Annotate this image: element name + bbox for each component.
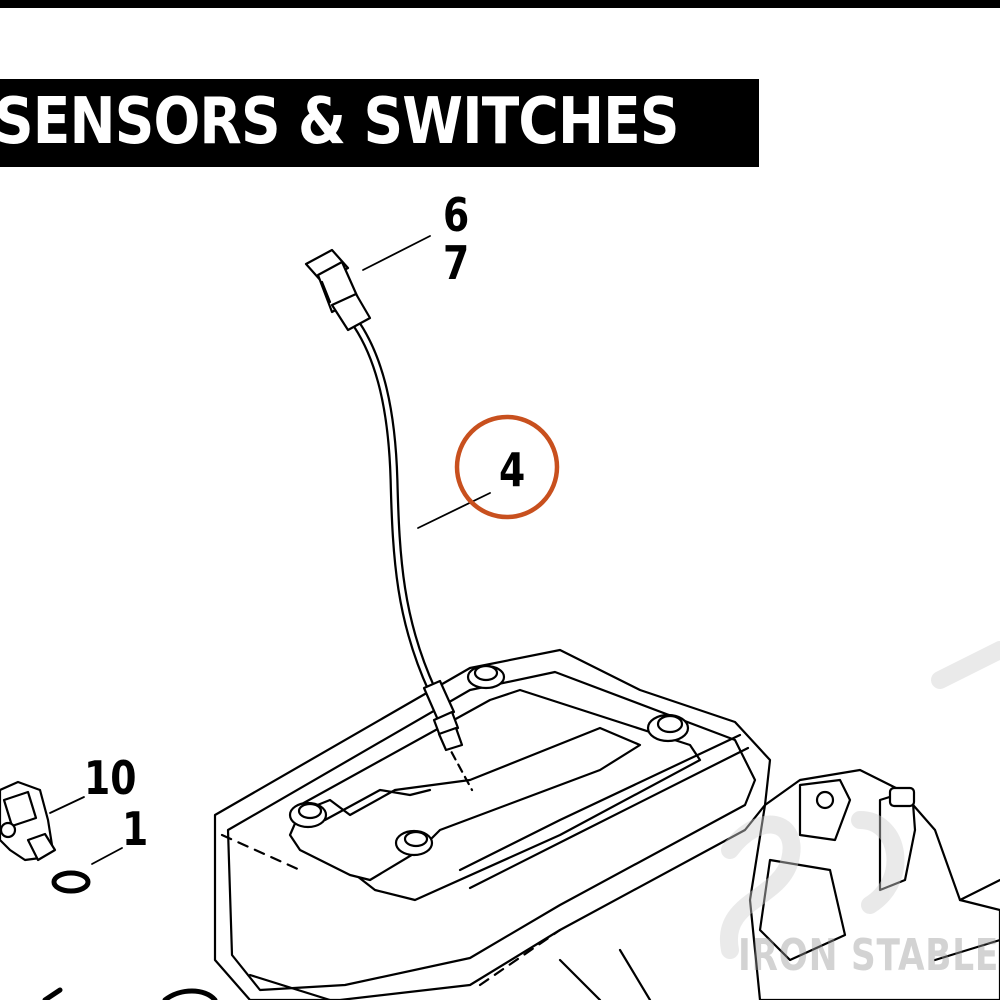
callout-7: 7: [443, 236, 470, 290]
callout-6: 6: [443, 188, 470, 242]
watermark-shapes: [719, 641, 1000, 959]
highlight-circle: [454, 414, 560, 520]
sensor-harness: [304, 248, 464, 752]
bolt-top-left: [466, 664, 506, 690]
engine-detail-right: [748, 768, 1000, 1000]
callout-1: 1: [122, 802, 149, 856]
bolt-lower-right: [394, 829, 434, 857]
leader-1: [91, 847, 123, 865]
leader-lines: [49, 235, 491, 865]
watermark-text: IRON STABLE: [738, 930, 1000, 981]
section-title-bar: SENSORS & SWITCHES: [0, 79, 759, 167]
leader-4: [417, 492, 491, 529]
lower-left-parts: [42, 987, 218, 1000]
leader-10: [49, 796, 85, 814]
section-title: SENSORS & SWITCHES: [0, 85, 680, 159]
bolt-top-right: [646, 713, 690, 743]
cover-bolts: [288, 664, 690, 857]
top-border-rule: [0, 0, 1000, 8]
part-1-o-ring: [51, 870, 91, 894]
leader-6-7: [362, 235, 431, 271]
part-10-sensor: [0, 780, 57, 862]
callout-4-highlighted: 4: [499, 443, 526, 497]
bolt-lower-left: [288, 801, 328, 829]
callout-10: 10: [84, 751, 137, 805]
